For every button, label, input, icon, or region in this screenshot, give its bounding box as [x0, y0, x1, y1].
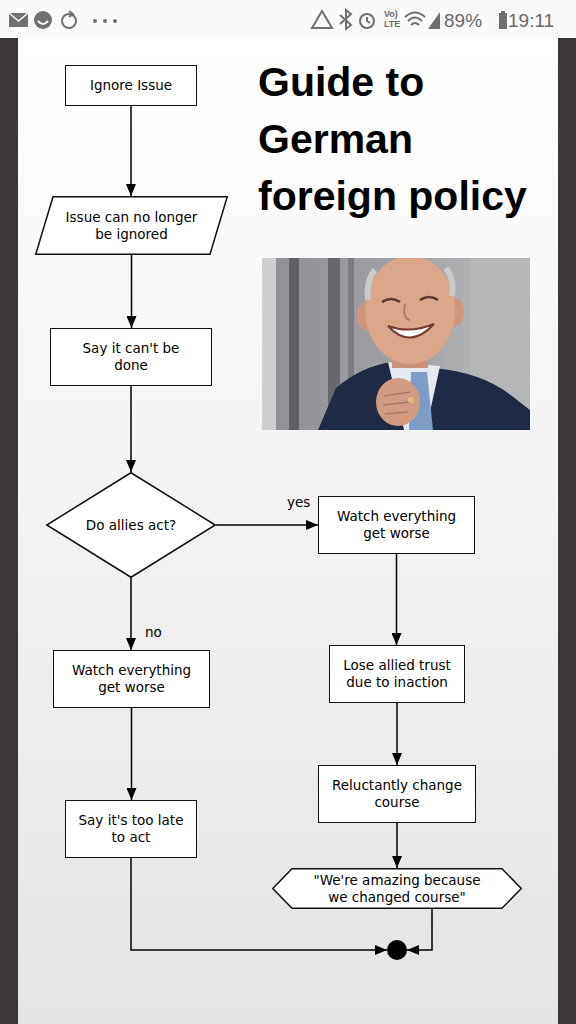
process-box: Say it can't be done: [50, 328, 212, 386]
node-text: Watch everything get worse: [64, 662, 199, 696]
decision-diamond: Do allies act?: [46, 472, 216, 578]
flow-arrow: [130, 386, 132, 472]
dot: [103, 19, 107, 23]
hair: [368, 268, 453, 300]
alarm-hands: [367, 17, 370, 23]
edge-label: no: [145, 624, 162, 640]
eyes: [382, 297, 438, 302]
edge-label: yes: [287, 494, 310, 510]
node-text: Lose allied trust due to inaction: [335, 657, 460, 691]
node-text: "We're amazing because we changed course…: [307, 872, 487, 906]
process-box: Reluctantly change course: [318, 765, 476, 823]
suit: [318, 362, 530, 430]
status-text: LTE: [384, 19, 400, 29]
end-wire: [407, 909, 432, 950]
process-box: Watch everything get worse: [53, 650, 210, 708]
head: [365, 258, 455, 364]
flow-arrow: [396, 554, 398, 645]
node-text: Reluctantly change course: [327, 777, 467, 811]
photo-pillar: [262, 258, 276, 430]
process-box: Say it's too late to act: [65, 800, 197, 858]
mail-icon: [9, 13, 28, 27]
app-icon: [34, 11, 52, 29]
panel: [18, 38, 558, 1024]
input-parallelogram-shape: [36, 197, 228, 255]
terminal-hexagon: "We're amazing because we changed course…: [272, 868, 522, 909]
node-text: Say it's too late to act: [74, 812, 189, 846]
app-icon-smile: [38, 21, 48, 24]
status-text: 89%: [444, 10, 482, 32]
decision-diamond-shape: [47, 473, 216, 578]
wifi-icon: [405, 13, 425, 26]
flow-arrow: [396, 823, 398, 868]
diagram-title: Guide to German foreign policy: [258, 54, 548, 225]
status-icons: [9, 10, 507, 29]
flow-arrow: [396, 703, 398, 765]
flow-arrow: [216, 524, 318, 526]
refresh-arrow: [69, 11, 73, 17]
node-text: Watch everything get worse: [329, 508, 464, 542]
fingers: [383, 392, 410, 414]
input-parallelogram: Issue can no longer be ignored: [35, 196, 228, 255]
end-node: [387, 940, 407, 960]
flow-arrow: [130, 106, 132, 196]
photo: [262, 258, 530, 430]
battery-icon: [499, 13, 507, 29]
alarm-icon: [360, 14, 374, 28]
node-text: Do allies act?: [86, 517, 176, 534]
nose: [404, 304, 410, 320]
status-text: Vo): [384, 9, 398, 19]
node-text: Ignore Issue: [90, 77, 172, 94]
process-box: Ignore Issue: [65, 65, 197, 106]
signal-icon: [428, 12, 440, 29]
node-text: Issue can no longer be ignored: [59, 209, 204, 243]
status-bar: [0, 0, 576, 38]
node-text: Say it can't be done: [76, 340, 186, 374]
smile: [388, 324, 434, 338]
process-box: Lose allied trust due to inaction: [329, 645, 465, 703]
flow-arrow: [131, 708, 133, 800]
tie: [409, 372, 433, 430]
flow-arrow: [131, 255, 133, 328]
status-text: 19:11: [508, 10, 554, 32]
dot: [93, 19, 97, 23]
ring: [408, 397, 414, 403]
battery-tip: [501, 11, 505, 13]
recycle-icon: [312, 11, 332, 28]
terminal-hexagon-shape: [273, 869, 522, 909]
photo-pillar: [289, 258, 299, 430]
hand: [376, 378, 420, 426]
mail-flap: [9, 13, 28, 21]
dot: [113, 19, 117, 23]
flow-arrow: [130, 578, 132, 650]
process-box: Watch everything get worse: [318, 496, 475, 554]
bluetooth-icon: [340, 10, 351, 29]
